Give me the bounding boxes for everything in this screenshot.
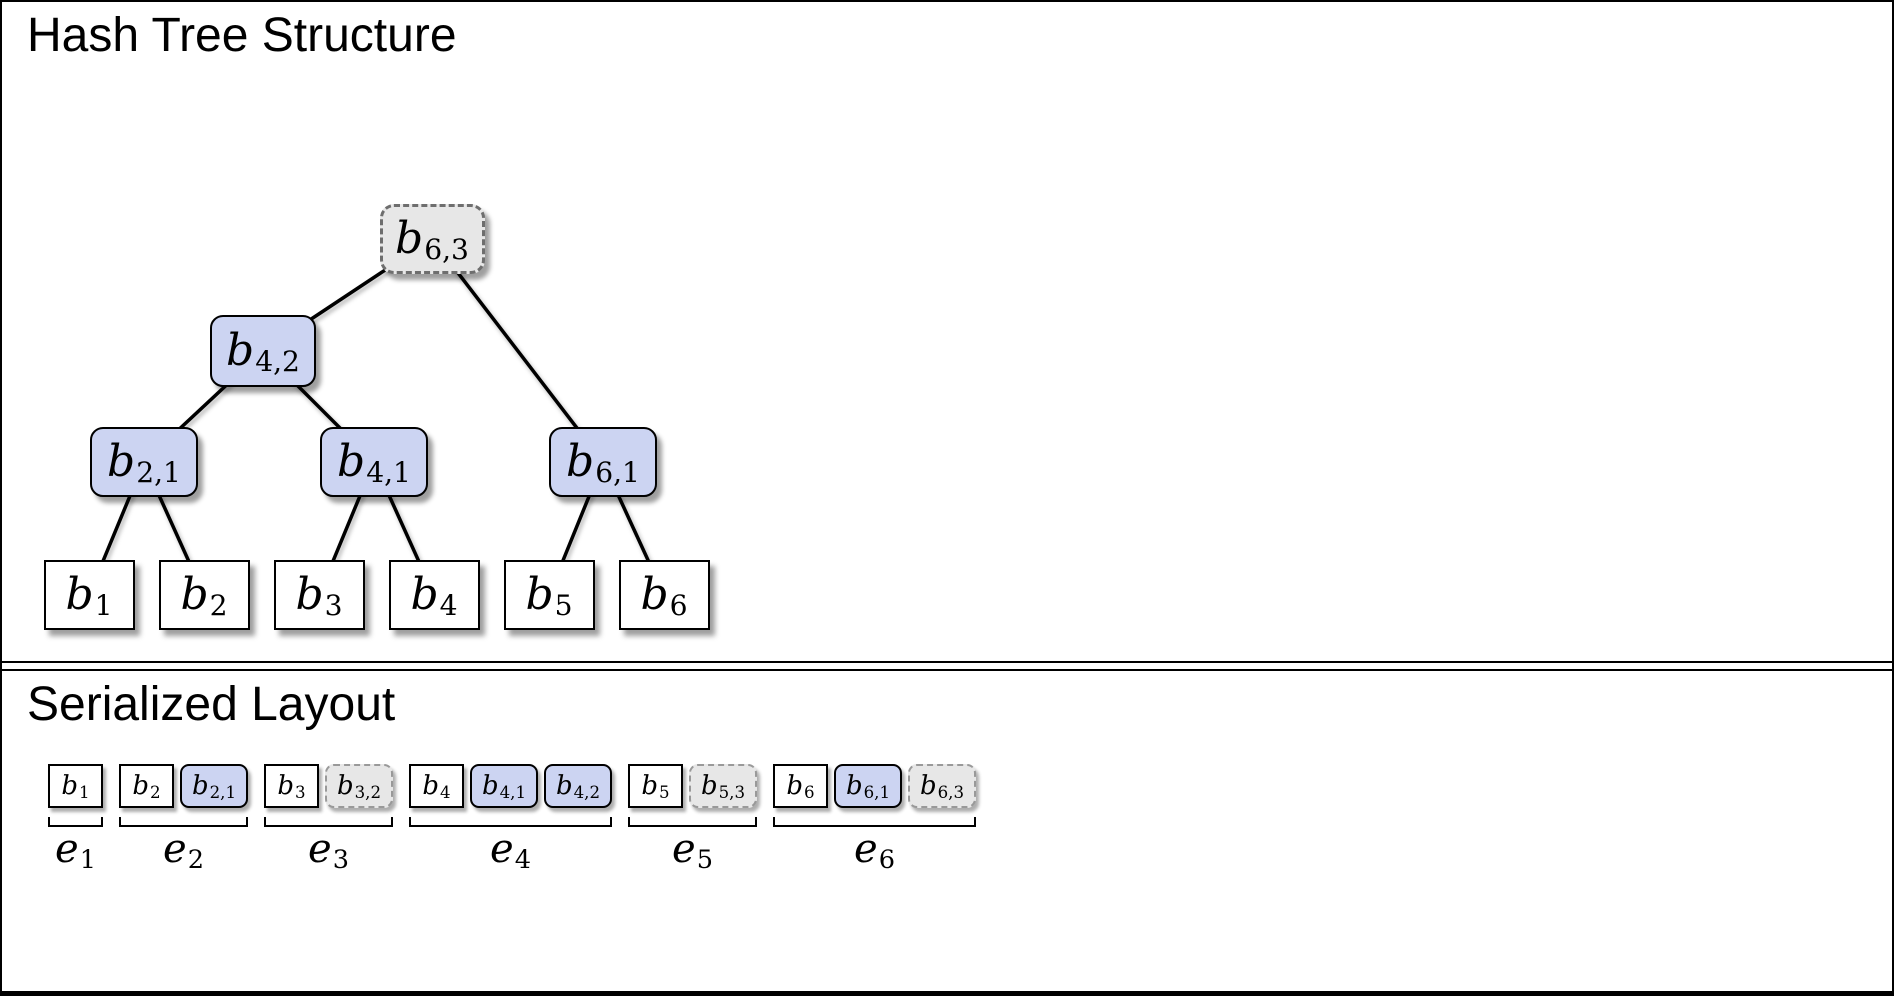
tree-node-b6_3: b6,3 [379, 204, 485, 274]
group-bracket [119, 817, 248, 827]
serialized-box-b1: b1 [48, 764, 103, 808]
math-label: b6 [786, 771, 815, 802]
math-label: b6,3 [919, 771, 965, 802]
serialized-group-boxes: b3 b3,2 [264, 764, 393, 808]
math-label: b1 [61, 771, 90, 802]
serialized-box-b4_1: b4,1 [470, 764, 538, 808]
serialized-group-boxes: b6 b6,1 b6,3 [773, 764, 976, 808]
serialized-group-boxes: b5 b5,3 [628, 764, 757, 808]
serialized-group-e2: b2 b2,1 e2 [119, 764, 248, 875]
math-label: b4,2 [226, 325, 300, 379]
math-label: b6 [640, 569, 688, 623]
serialized-box-b2_1: b2,1 [180, 764, 248, 808]
tree-node-b4_1: b4,1 [320, 427, 428, 497]
math-label: b4,2 [555, 771, 601, 802]
group-bracket [264, 817, 393, 827]
serialized-group-boxes: b2 b2,1 [119, 764, 248, 808]
serialized-box-b5_3: b5,3 [689, 764, 757, 808]
math-label: b4 [422, 771, 451, 802]
tree-node-b2_1: b2,1 [90, 427, 198, 497]
serialized-layout-title: Serialized Layout [27, 678, 396, 731]
serialized-group-e3: b3 b3,2 e3 [264, 764, 393, 875]
tree-node-b5: b5 [503, 560, 595, 630]
serialized-group-e4: b4 b4,1 b4,2 e4 [409, 764, 612, 875]
math-label: e5 [672, 826, 713, 875]
serialized-group-e6: b6 b6,1 b6,3 e6 [773, 764, 976, 875]
math-label: b6,1 [566, 436, 640, 490]
serialized-layout-section: Serialized Layout b1 e1 b2 b2,1 e2 b3 b3,2 e3 b4… [2, 669, 1892, 991]
tree-node-b4: b4 [388, 560, 480, 630]
math-label: b2 [180, 569, 228, 623]
math-label: b2,1 [191, 771, 237, 802]
math-label: e3 [308, 826, 349, 875]
math-label: b1 [65, 569, 113, 623]
math-label: b5,3 [700, 771, 746, 802]
math-label: b4,1 [337, 436, 411, 490]
group-label-e6: e6 [773, 826, 976, 875]
tree-node-b6_1: b6,1 [549, 427, 657, 497]
serialized-box-b6: b6 [773, 764, 828, 808]
math-label: b2 [132, 771, 161, 802]
serialized-box-b4: b4 [409, 764, 464, 808]
group-label-e3: e3 [264, 826, 393, 875]
math-label: b6,3 [395, 213, 469, 267]
math-label: b4,1 [481, 771, 527, 802]
group-label-e5: e5 [628, 826, 757, 875]
group-label-e1: e1 [48, 826, 103, 875]
tree-node-b3: b3 [273, 560, 365, 630]
math-label: b6,1 [845, 771, 891, 802]
serialized-box-b2: b2 [119, 764, 174, 808]
math-label: b5 [525, 569, 573, 623]
tree-node-b6: b6 [618, 560, 710, 630]
math-label: e4 [490, 826, 531, 875]
tree-node-b2: b2 [158, 560, 250, 630]
math-label: b2,1 [107, 436, 181, 490]
group-bracket [773, 817, 976, 827]
math-label: b5 [641, 771, 670, 802]
serialized-group-e1: b1 e1 [48, 764, 103, 875]
serialized-box-b3: b3 [264, 764, 319, 808]
tree-node-b1: b1 [43, 560, 135, 630]
group-bracket [48, 817, 103, 827]
math-label: b3 [295, 569, 343, 623]
math-label: b3 [277, 771, 306, 802]
group-label-e2: e2 [119, 826, 248, 875]
serialized-box-b4_2: b4,2 [544, 764, 612, 808]
serialized-box-b6_3: b6,3 [908, 764, 976, 808]
serialized-row: b1 e1 b2 b2,1 e2 b3 b3,2 e3 b4 b4,1 b4,2 e4 b5 b5,3 e5… [48, 764, 976, 875]
hash-tree-section: Hash Tree Structure b6,3 b4,2 b2,1 b4,1 b6,1… [2, 2, 1892, 663]
serialized-box-b3_2: b3,2 [325, 764, 393, 808]
serialized-group-boxes: b1 [48, 764, 103, 808]
serialized-group-e5: b5 b5,3 e5 [628, 764, 757, 875]
serialized-box-b6_1: b6,1 [834, 764, 902, 808]
group-bracket [409, 817, 612, 827]
group-bracket [628, 817, 757, 827]
math-label: e1 [55, 826, 96, 875]
hash-tree-title: Hash Tree Structure [27, 9, 457, 62]
math-label: b4 [410, 569, 458, 623]
math-label: e2 [163, 826, 204, 875]
serialized-box-b5: b5 [628, 764, 683, 808]
tree-edge [430, 237, 605, 464]
group-label-e4: e4 [409, 826, 612, 875]
tree-node-b4_2: b4,2 [210, 315, 316, 387]
serialized-group-boxes: b4 b4,1 b4,2 [409, 764, 612, 808]
math-label: e6 [854, 826, 895, 875]
math-label: b3,2 [336, 771, 382, 802]
